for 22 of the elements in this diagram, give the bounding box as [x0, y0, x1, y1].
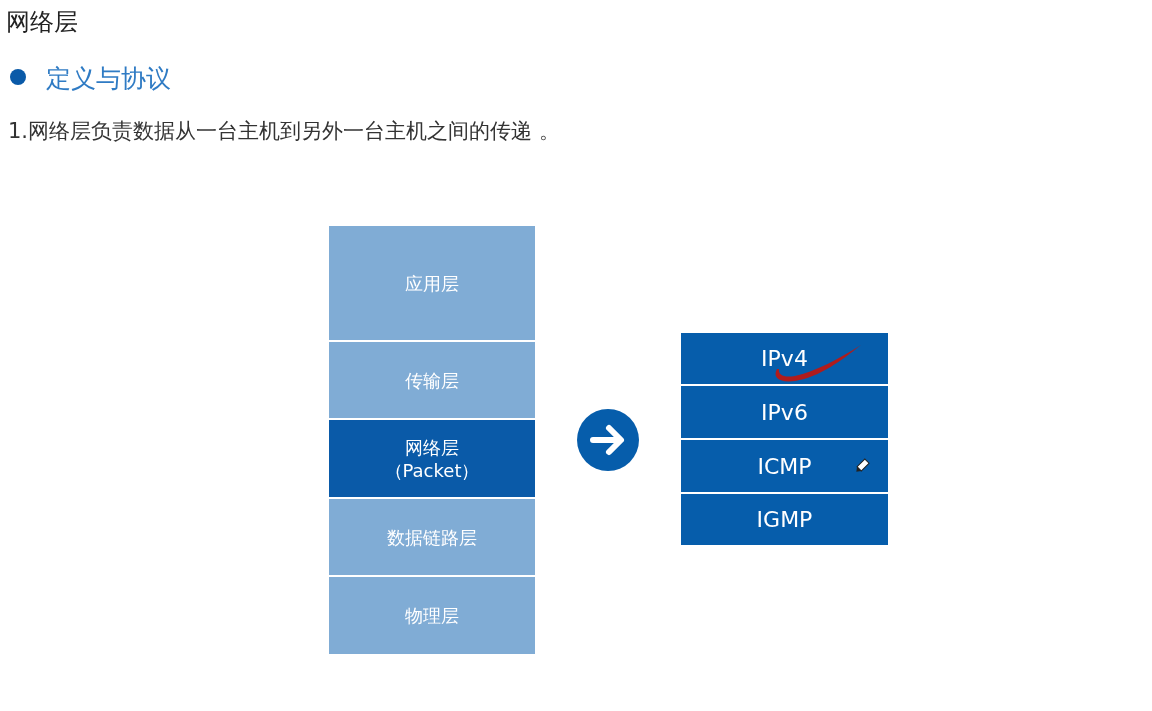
box-label: 网络层 [405, 435, 459, 459]
box-label: IPv6 [761, 398, 808, 427]
layer-box [329, 342, 535, 418]
box-label: IPv4 [761, 345, 808, 373]
layer-box [329, 420, 535, 497]
body-text: 1.网络层负责数据从一台主机到另外一台主机之间的传递 。 [8, 118, 560, 145]
box-label: ICMP [757, 452, 812, 481]
section-heading: 定义与协议 [46, 63, 171, 95]
box-label: 应用层 [405, 271, 459, 295]
layer-box [329, 577, 535, 654]
box-label: （Packet） [384, 458, 480, 482]
protocol-box [681, 386, 888, 438]
protocol-box [681, 494, 888, 545]
box-label: IGMP [756, 506, 813, 534]
protocol-box [681, 333, 888, 384]
box-label: 物理层 [405, 604, 459, 627]
layer-box [329, 226, 535, 340]
page-heading: 网络层 [6, 7, 78, 38]
box-label: 传输层 [405, 368, 459, 392]
box-label: 数据链路层 [387, 525, 477, 549]
protocol-box [681, 440, 888, 492]
layer-box [329, 499, 535, 575]
